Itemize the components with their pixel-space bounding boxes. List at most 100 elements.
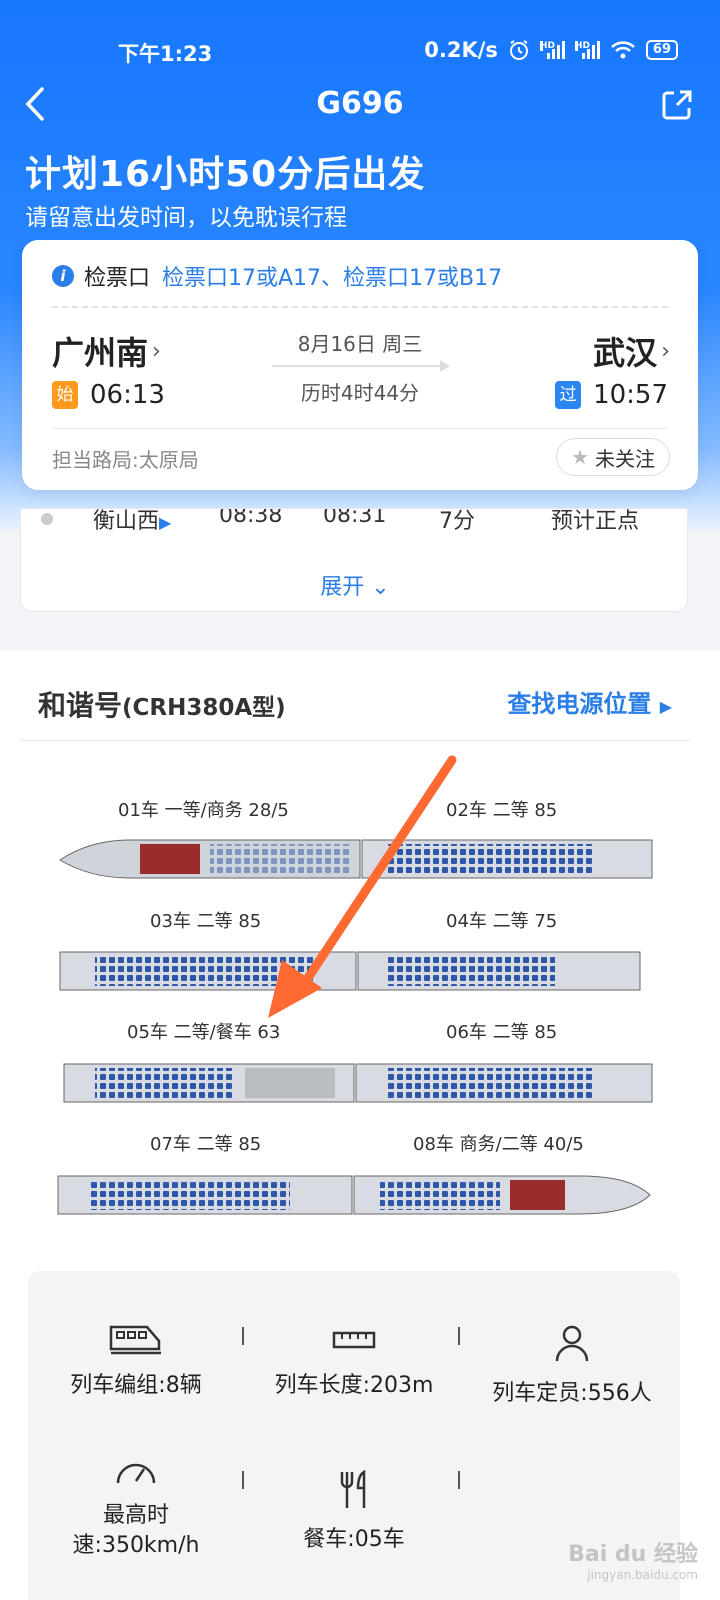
caret-right-icon: ▶ [159,513,172,532]
table-row: 衡山西▶ 08:38 08:31 7分 预计正点 [21,508,687,541]
stat-speed-line2: 速:350km/h [72,1533,200,1558]
train-number-title: G696 [316,86,404,121]
stat-formation: 列车编组:8辆 [36,1323,236,1399]
car-07[interactable] [57,1175,353,1215]
star-icon: ★ [571,445,589,469]
car-02[interactable] [361,839,653,879]
car-layout-diagram [57,839,653,1215]
car-label-08: 08车 商务/二等 40/5 [413,1134,584,1155]
to-time-row: 过 10:57 [555,380,668,410]
watermark-brand: Bai du 经验 [568,1542,698,1567]
stop-dot [41,513,53,525]
nav-bar: G696 [0,84,720,128]
stat-speed-line1: 最高时 [102,1503,169,1528]
car-03[interactable] [59,951,357,991]
speedometer-icon [116,1463,156,1484]
car-04[interactable] [357,951,641,991]
chevron-down-icon: ⌄ [371,575,390,600]
stop-arrive: 08:38 [219,508,283,528]
car-label-07: 07车 二等 85 [150,1134,262,1155]
car-01[interactable] [59,839,361,879]
follow-label: 未关注 [595,446,655,471]
find-power-link[interactable]: 查找电源位置 ▶ [507,684,672,719]
status-time: 下午1:23 [118,42,213,66]
chevron-right-icon: › [152,338,161,364]
departure-reminder: 请留意出发时间，以免耽误行程 [25,205,347,231]
stat-formation-text: 列车编组:8辆 [70,1373,202,1398]
battery-icon: 69 [645,40,678,60]
trip-date: 8月16日 周三 [297,332,423,356]
to-time: 10:57 [593,380,668,410]
from-station[interactable]: 广州南 › [52,328,161,374]
car-label-04: 04车 二等 75 [446,911,558,932]
car-06[interactable] [355,1063,653,1103]
divider [52,428,668,429]
stat-capacity: 列车定员:556人 [472,1323,672,1407]
status-bar: 下午1:23 0.2K/s HD HD 69 [0,34,720,68]
gate-info: i 检票口 检票口17或A17、检票口17或B17 [52,260,502,292]
expand-label: 展开 [320,575,365,600]
stat-capacity-text: 列车定员:556人 [492,1381,652,1406]
stat-dining: 餐车:05车 [254,1469,454,1553]
trip-card: i 检票口 检票口17或A17、检票口17或B17 广州南 › 始 06:13 … [22,240,698,490]
car-05[interactable] [63,1063,355,1103]
divider [242,1327,244,1345]
find-power-label: 查找电源位置 [507,690,652,718]
divider [458,1471,460,1489]
network-speed: 0.2K/s [424,38,498,62]
train-icon [109,1325,161,1355]
wifi-icon [611,41,635,59]
from-station-name: 广州南 [52,334,149,372]
trip-duration: 历时4时44分 [300,381,420,405]
alarm-icon [509,40,528,60]
caret-right-icon: ▶ [659,697,672,716]
arrow-right-icon [272,360,450,372]
stop-status: 预计正点 [551,509,640,534]
expand-button[interactable]: 展开 ⌄ [21,569,687,601]
ruler-icon [332,1331,376,1349]
railway-bureau: 担当路局:太原局 [52,448,199,472]
share-icon[interactable] [660,88,694,122]
gate-label: 检票口 [84,266,151,291]
divider [20,740,690,741]
stat-max-speed: 最高时 速:350km/h [36,1451,236,1561]
to-station[interactable]: 武汉 › [593,328,670,374]
train-name: 和谐号 [38,689,123,722]
car-label-06: 06车 二等 85 [446,1022,558,1043]
stop-depart: 08:31 [323,508,387,528]
signal-icon-2: HD [574,41,600,59]
divider [458,1327,460,1345]
stop-stay: 7分 [439,509,475,534]
car-label-02: 02车 二等 85 [446,800,558,821]
from-time: 06:13 [90,380,165,410]
signal-icon: HD [539,41,565,59]
divider [242,1471,244,1489]
stop-station[interactable]: 衡山西▶ [93,509,172,534]
stat-length-text: 列车长度:203m [274,1373,434,1398]
watermark-url: jingyan.baidu.com [587,1568,698,1582]
to-station-name: 武汉 [593,334,658,372]
back-icon[interactable] [24,86,46,122]
train-section: 和谐号(CRH380A型) 查找电源位置 ▶ 01车 一等/商务 28/5 02… [0,650,720,1600]
car-label-03: 03车 二等 85 [150,911,262,932]
car-08[interactable] [353,1175,651,1215]
train-type: 和谐号(CRH380A型) [38,684,286,724]
person-icon [555,1325,589,1362]
fork-knife-icon [340,1469,366,1508]
car-label-01: 01车 一等/商务 28/5 [118,800,289,821]
train-model: (CRH380A型) [122,695,286,721]
origin-badge: 始 [52,381,78,409]
chevron-right-icon: › [661,338,670,364]
follow-button[interactable]: ★ 未关注 [556,438,670,476]
stops-panel: 衡山西▶ 08:38 08:31 7分 预计正点 展开 ⌄ [20,508,688,612]
gate-value: 检票口17或A17、检票口17或B17 [162,266,503,291]
status-right: 0.2K/s HD HD 69 [424,38,678,62]
car-label-05: 05车 二等/餐车 63 [127,1022,281,1043]
train-stats: 列车编组:8辆 列车长度:203m 列车定员:556人 最高时 速:350km/… [28,1271,680,1600]
baidu-watermark: Bai du 经验 jingyan.baidu.com [568,1536,698,1582]
departure-countdown: 计划16小时50分后出发 [25,154,426,195]
from-time-row: 始 06:13 [52,380,165,410]
trip-middle: 8月16日 周三 历时4时44分 [272,328,450,406]
stat-dining-text: 餐车:05车 [303,1527,405,1552]
pass-badge: 过 [555,381,582,409]
